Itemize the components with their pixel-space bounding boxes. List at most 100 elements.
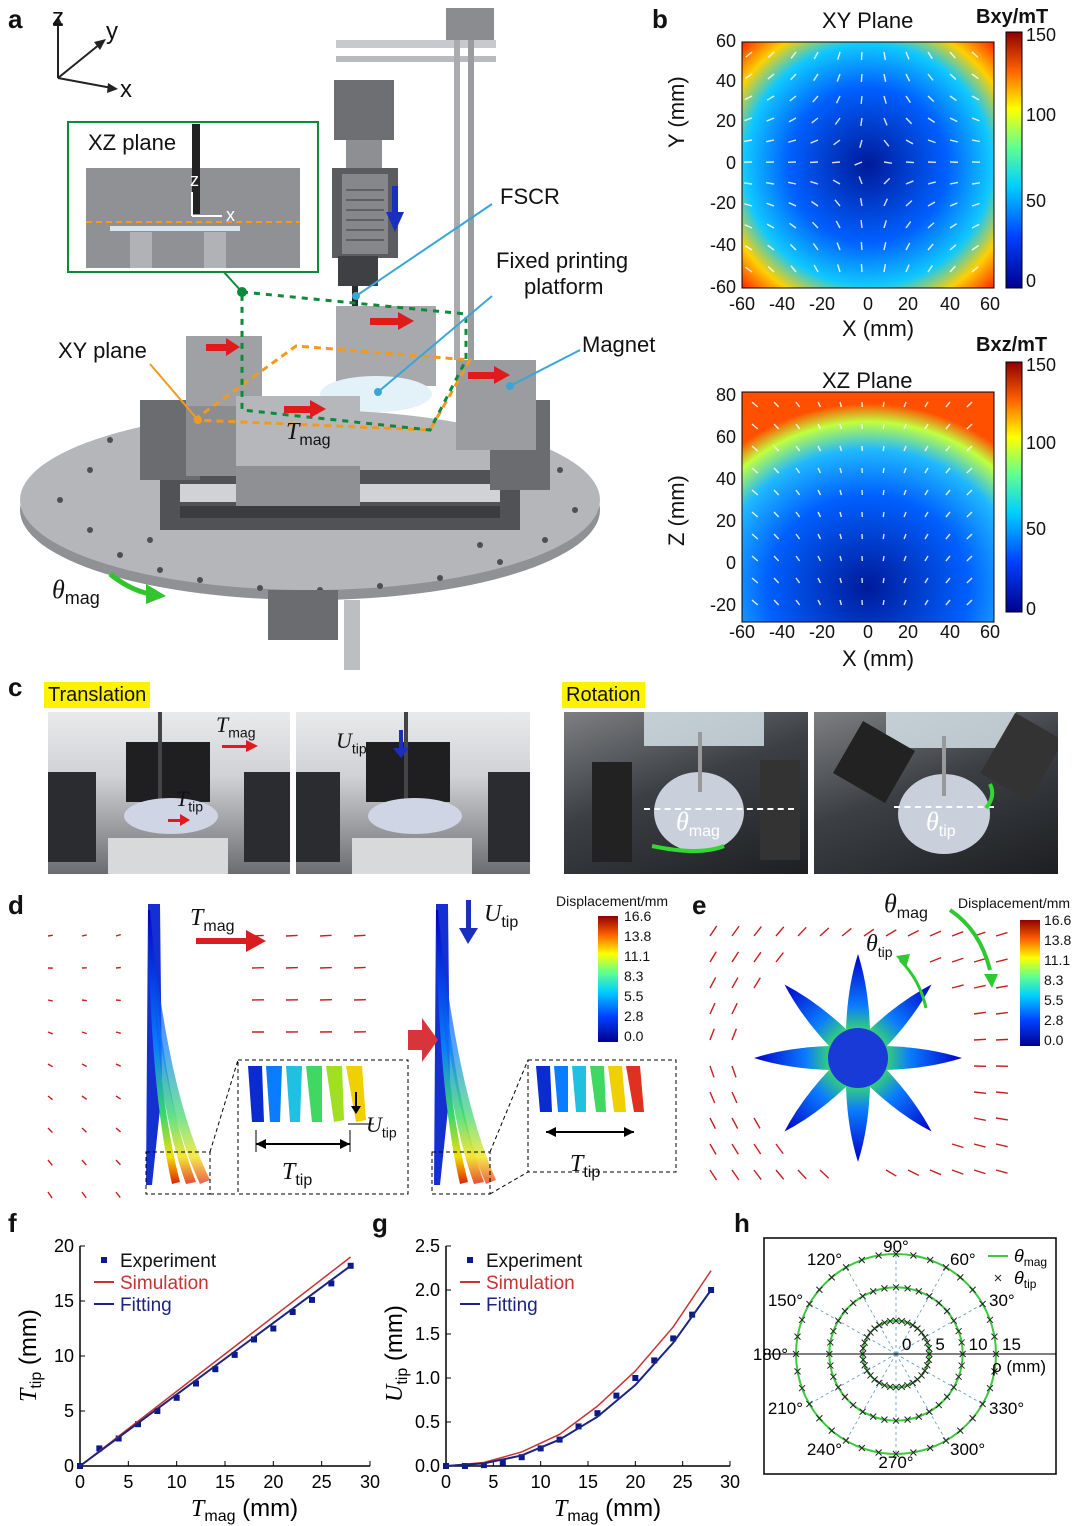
h-theta-tip-marker [834,1317,842,1325]
field-arrow [115,1063,122,1067]
f-ylabel: Ttip (mm) [15,1309,45,1402]
d-cbar-tick: 16.6 [624,908,652,924]
xy-xlabel: X (mm) [842,316,915,341]
h-theta-tip-marker [892,1317,900,1325]
h-theta-tip-marker [925,1350,933,1358]
field-arrow [115,1191,121,1199]
field-arrow [795,555,801,562]
field-arrow [973,1011,986,1015]
field-arrow [995,1011,1008,1015]
g-ytick-label: 0.5 [415,1412,440,1432]
h-angle-label: 330° [989,1399,1024,1418]
f-experiment-point [231,1351,238,1358]
field-arrow [834,117,841,125]
f-experiment-point [251,1336,257,1343]
e-cbar-title: Displacement/mm [958,895,1071,911]
g-xtick-label: 0 [441,1472,451,1492]
field-arrow [945,577,951,584]
h-theta-tip-marker [828,1274,836,1281]
field-arrow [951,957,964,963]
h-theta-tip-marker [841,1393,849,1401]
field-arrow [745,51,753,58]
g-experiment-point [632,1375,639,1381]
xy-cbar-tick: 100 [1026,105,1057,125]
g-experiment-point [670,1335,677,1342]
f-experiment-point [270,1325,277,1332]
field-arrow [949,73,957,80]
g-experiment-point [594,1410,601,1417]
field-arrow [766,202,775,207]
h-angle-label: 270° [878,1453,913,1472]
field-arrow [795,467,801,474]
d-t-tip-label: Ttip [282,1159,313,1189]
f-xtick-label: 20 [263,1472,283,1492]
field-arrow [795,445,801,452]
photo-rotation-1 [564,712,808,874]
field-arrow [81,1191,87,1199]
field-arrow [810,200,819,207]
h-theta-tip-marker [935,1401,943,1409]
f-experiment-point [212,1366,219,1373]
field-arrow [745,266,753,273]
h-theta-tip-marker [909,1379,917,1387]
g-experiment-point [613,1392,620,1399]
g-legend-label: Experiment [486,1251,583,1272]
fixed-platform-label-1: Fixed printing [496,248,629,273]
h-spoke [845,1267,897,1355]
axis-x-label: x [120,76,132,103]
h-spoke [809,1353,897,1405]
field-arrow [744,95,753,101]
photo-annotations [168,730,995,853]
field-arrow [812,243,819,251]
xz-ytick: 20 [715,511,736,531]
field-arrow [905,221,912,229]
h-theta-tip-marker [898,1317,906,1325]
field-arrow [927,51,933,60]
field-arrow [945,489,951,496]
xy-ytick: 0 [725,153,736,173]
field-arrow [788,139,797,143]
f-experiment-point [154,1408,161,1414]
field-arrow [924,577,929,584]
field-arrow [709,1117,717,1130]
h-theta-tip-marker [871,1376,878,1383]
e-cbar-tick: 2.8 [1044,1012,1064,1028]
h-legend-marker [994,1274,1002,1282]
field-arrow [775,926,785,937]
field-arrow [973,1038,987,1041]
h-theta-tip-marker [859,1408,867,1416]
field-arrow [811,221,819,229]
h-theta-tip-marker [869,1288,877,1295]
h-theta-tip-marker [842,1264,850,1271]
field-arrow [47,1063,54,1068]
h-theta-tip-marker [861,1362,869,1369]
fscr-label: FSCR [500,184,560,209]
field-arrow [966,489,973,496]
field-arrow [839,401,843,408]
f-ytick-label: 20 [54,1236,74,1256]
field-arrow [905,242,911,251]
f-xtick-label: 0 [75,1472,85,1492]
h-theta-tip-marker [875,1252,882,1259]
field-arrow [789,243,797,251]
h-theta-tip-marker [849,1299,857,1307]
field-arrow [973,1143,986,1148]
field-arrow [115,1031,121,1034]
h-theta-tip-marker [969,1414,976,1422]
f-experiment-point [173,1394,180,1401]
h-theta-tip-marker [955,1327,962,1335]
field-arrow [839,577,843,584]
d-cbar-title: Displacement/mm [556,893,669,909]
field-arrow [753,951,762,963]
field-arrow [817,555,822,562]
h-theta-tip-marker [958,1339,966,1346]
h-theta-tip-marker [979,1400,986,1408]
field-arrow [883,198,889,207]
field-arrow [731,951,740,963]
field-arrow [773,423,780,430]
field-arrow [753,1169,762,1181]
panel-label-b: b [652,4,668,34]
field-arrow [731,1169,740,1181]
field-arrow [860,95,863,105]
h-spoke [895,1353,947,1441]
